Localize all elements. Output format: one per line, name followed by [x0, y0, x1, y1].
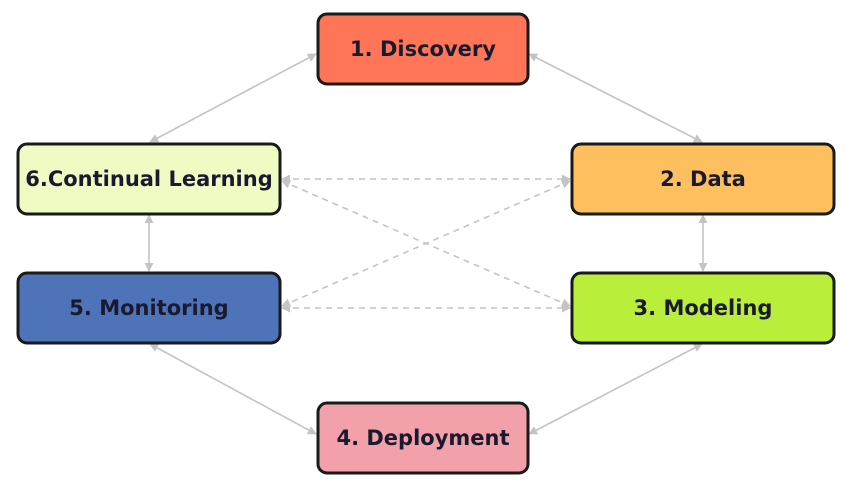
edge-monitoring-to-data	[281, 180, 571, 307]
node-deployment: 4. Deployment	[316, 401, 530, 475]
node-discovery: 1. Discovery	[316, 12, 530, 86]
node-deployment-label: 4. Deployment	[336, 426, 509, 450]
nodes-layer: 1. Discovery 2. Data 3. Modeling 4. Depl…	[16, 12, 836, 475]
node-deployment-box	[316, 401, 530, 475]
node-modeling: 3. Modeling	[570, 271, 836, 345]
node-monitoring: 5. Monitoring	[16, 271, 282, 345]
node-monitoring-box	[16, 271, 282, 345]
node-discovery-box	[316, 12, 530, 86]
node-continual-learning-box	[16, 142, 282, 216]
node-continual-learning-label: 6.Continual Learning	[25, 167, 272, 191]
edge-learning-to-discovery	[149, 53, 317, 143]
node-data: 2. Data	[570, 142, 836, 216]
node-discovery-label: 1. Discovery	[350, 37, 496, 61]
edge-discovery-to-data	[528, 53, 703, 143]
node-continual-learning: 6.Continual Learning	[16, 142, 282, 216]
node-modeling-box	[570, 271, 836, 345]
edges-layer	[144, 53, 708, 435]
node-data-label: 2. Data	[660, 167, 746, 191]
node-modeling-label: 3. Modeling	[634, 296, 773, 320]
node-monitoring-label: 5. Monitoring	[69, 296, 228, 320]
edge-deployment-to-monitoring	[149, 343, 317, 435]
edge-modeling-to-deployment	[528, 343, 703, 435]
node-data-box	[570, 142, 836, 216]
